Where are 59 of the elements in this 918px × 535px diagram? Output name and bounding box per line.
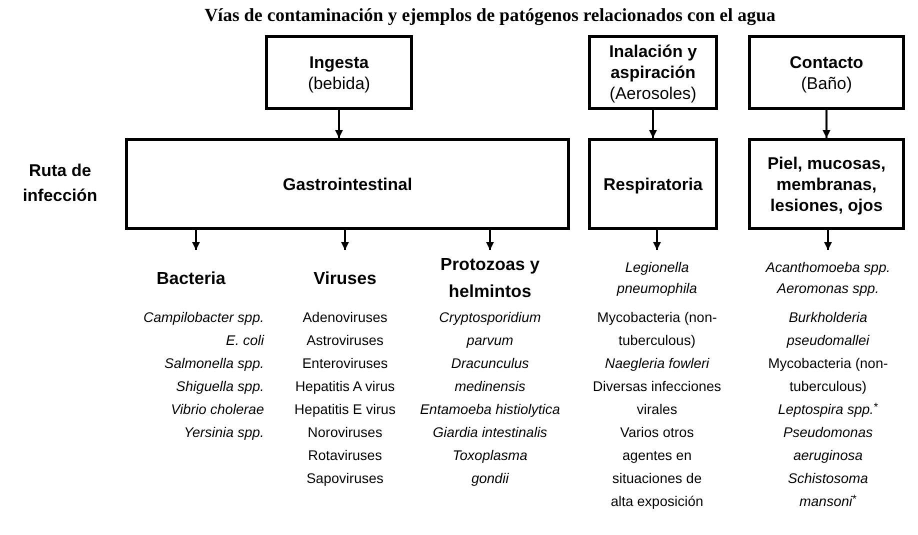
pathogen-name: Aeromonas spp.	[777, 279, 879, 298]
arrow	[341, 230, 349, 250]
box-subtitle: (Aerosoles)	[610, 83, 696, 104]
pathogen-name: Mycobacteria (non-tuberculous)	[596, 308, 718, 350]
pathogen-name: Varios otros agentes en situaciones de alta exposición	[610, 423, 704, 511]
pathogen-name: Burkholderia pseudomallei	[786, 308, 870, 350]
pathogen-name: Salmonella spp.	[163, 354, 264, 373]
pathogen-name: Hepatitis A virus	[294, 377, 396, 396]
box-heading: Ingesta	[309, 52, 369, 72]
pathogen-name: Acanthomoeba spp.	[766, 258, 890, 277]
pathogen-name: Schistosoma mansoni$^{*}$	[786, 469, 870, 511]
pathogen-name: Diversas infecciones virales	[592, 377, 722, 419]
box-heading: Contacto	[790, 52, 864, 72]
pathogen-name: Leptospira spp.$^{*}$	[776, 400, 880, 419]
box-heading: Inalación y aspiración	[608, 41, 698, 83]
arrow	[486, 230, 494, 250]
pathogen-name: Vibrio cholerae	[170, 400, 264, 419]
box-subtitle: (bebida)	[308, 72, 370, 94]
column-heading: Bacteria	[156, 266, 226, 290]
pathogen-name: Yersinia spp.	[182, 423, 264, 442]
pathogen-name: Cryptosporidium parvum	[438, 308, 542, 350]
pathogen-name: Shiguella spp.	[175, 377, 264, 396]
arrow	[824, 230, 832, 250]
box-heading: Piel, mucosas, membranas, lesiones, ojos	[766, 152, 887, 216]
process-box	[588, 35, 718, 110]
pathogen-name: Campilobacter spp.	[142, 308, 264, 327]
pathogen-name: Legionella pneumophila	[616, 258, 698, 298]
column-heading: Protozoas y helmintos	[439, 253, 541, 303]
pathogen-name: Sapoviruses	[305, 469, 385, 488]
pathogen-name: Dracunculus medinensis	[450, 354, 530, 396]
pathogen-name: Giardia intestinalis	[432, 423, 548, 442]
arrow	[653, 230, 661, 250]
arrow	[192, 230, 200, 250]
pathogen-name: Naegleria fowleri	[604, 354, 710, 373]
process-box	[748, 35, 905, 110]
box-heading: Respiratoria	[603, 174, 703, 194]
box-subtitle: (Baño)	[800, 72, 852, 94]
process-box	[125, 138, 570, 230]
pathogen-name: Pseudomonas aeruginosa	[782, 423, 874, 465]
pathogen-name: Astroviruses	[305, 331, 385, 350]
process-box	[265, 35, 413, 110]
process-box	[748, 138, 905, 230]
arrow	[822, 110, 830, 138]
pathogen-name: Toxoplasma gondii	[452, 446, 528, 488]
box-heading: Gastrointestinal	[282, 174, 412, 194]
pathogen-name: Entamoeba histiolytica	[418, 400, 562, 419]
pathogen-name: Rotaviruses	[307, 446, 383, 465]
process-box	[588, 138, 718, 230]
row-label: Ruta de infección	[22, 160, 98, 207]
pathogen-name: Hepatitis E virus	[293, 400, 397, 419]
column-heading: Viruses	[314, 266, 376, 290]
pathogen-name: Enteroviruses	[301, 354, 389, 373]
arrow	[649, 110, 657, 138]
arrow	[335, 110, 343, 138]
pathogen-name: Adenoviruses	[302, 308, 388, 327]
pathogen-name: Mycobacteria (non-tuberculous)	[767, 354, 889, 396]
pathogen-name: Noroviruses	[306, 423, 384, 442]
diagram-title: Vías de contaminación y ejemplos de patógenos relacionados con el agua	[203, 6, 777, 27]
pathogen-name: E. coli	[224, 331, 264, 350]
